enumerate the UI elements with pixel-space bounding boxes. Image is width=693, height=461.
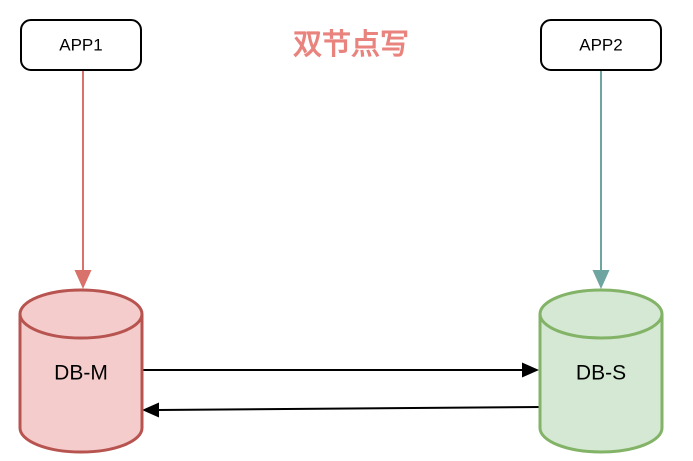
db-slave-cylinder-lid — [538, 313, 664, 340]
db-master-label: DB-M — [54, 362, 108, 385]
app2-node: APP2 — [540, 19, 662, 71]
diagram-title: 双节点写 — [293, 28, 409, 61]
db-master-cylinder-lid — [18, 313, 144, 340]
edge-dbm-to-dbs-arrowhead-icon — [522, 362, 539, 378]
app2-label: APP2 — [579, 36, 622, 55]
db-master-cylinder — [18, 288, 144, 454]
app1-box — [20, 19, 142, 71]
db-slave-node: DB-S — [538, 288, 664, 454]
edge-app1-to-dbm-arrowhead-icon — [74, 270, 92, 289]
edge-dbs-to-dbm-arrowhead-icon — [142, 402, 159, 418]
db-master-node: DB-M — [18, 288, 144, 454]
edge-dbs-to-dbm-line — [157, 406, 542, 411]
db-slave-cylinder — [538, 288, 664, 454]
db-slave-label: DB-S — [576, 362, 626, 385]
app1-label: APP1 — [59, 36, 102, 55]
app2-box — [540, 19, 662, 71]
edge-app2-to-dbs-arrowhead-icon — [592, 270, 610, 289]
app1-node: APP1 — [20, 19, 142, 71]
